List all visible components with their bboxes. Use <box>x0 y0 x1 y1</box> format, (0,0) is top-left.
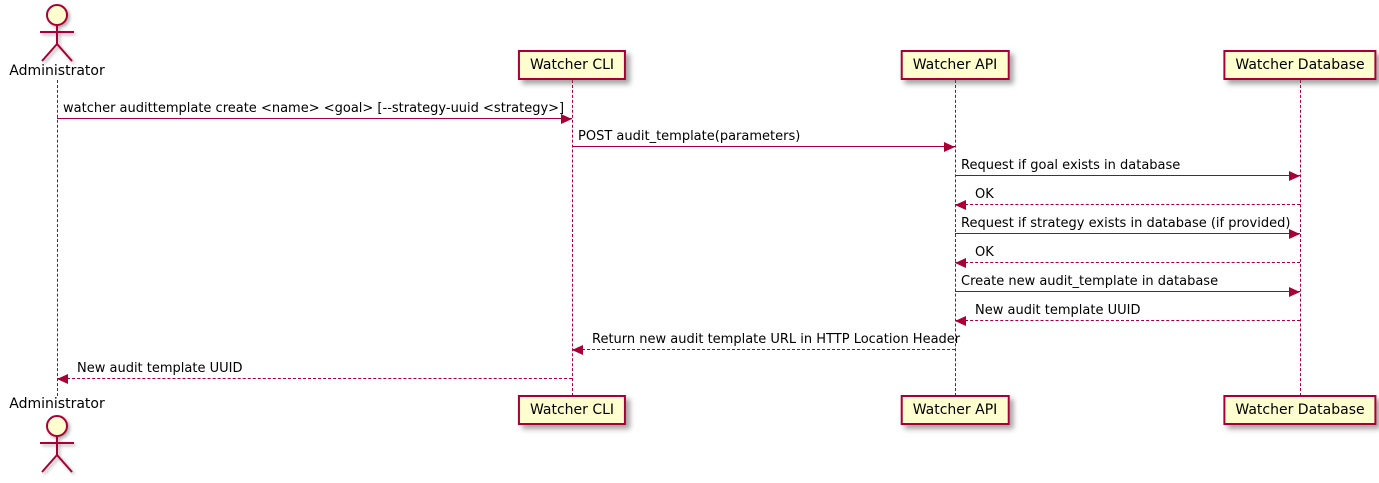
message-line-3 <box>955 175 1300 176</box>
message-label-2: POST audit_template(parameters) <box>578 129 801 144</box>
message-line-1 <box>57 118 572 119</box>
participant-bottom-watcher-api: Watcher API <box>900 395 1010 425</box>
message-line-6 <box>955 262 1300 263</box>
message-arrowhead-2 <box>944 142 955 152</box>
message-line-7 <box>955 291 1300 292</box>
message-label-10: New audit template UUID <box>77 361 243 376</box>
message-label-3: Request if goal exists in database <box>961 158 1181 173</box>
actor-icon-top-administrator <box>27 2 87 64</box>
message-label-6: OK <box>975 245 994 260</box>
participant-top-watcher-db: Watcher Database <box>1223 50 1377 80</box>
lifeline-watcher-db <box>1300 80 1301 396</box>
message-arrowhead-5 <box>1289 229 1300 239</box>
message-label-1: watcher audittemplate create <name> <goa… <box>63 101 565 116</box>
message-label-9: Return new audit template URL in HTTP Lo… <box>592 332 961 347</box>
message-arrowhead-7 <box>1289 287 1300 297</box>
lifeline-watcher-cli <box>572 80 573 396</box>
message-line-4 <box>955 204 1300 205</box>
message-label-4: OK <box>975 187 994 202</box>
actor-icon-bottom-administrator <box>27 413 87 475</box>
actor-label-bottom-administrator: Administrator <box>9 396 105 412</box>
message-line-8 <box>955 320 1300 321</box>
message-arrowhead-9 <box>572 345 583 355</box>
message-label-8: New audit template UUID <box>975 303 1141 318</box>
participant-bottom-watcher-db: Watcher Database <box>1223 395 1377 425</box>
message-line-10 <box>57 378 572 379</box>
lifeline-watcher-api <box>955 80 956 396</box>
message-arrowhead-6 <box>955 258 966 268</box>
participant-bottom-watcher-cli: Watcher CLI <box>517 395 627 425</box>
lifeline-administrator <box>57 80 58 396</box>
message-arrowhead-8 <box>955 316 966 326</box>
message-line-9 <box>572 349 955 350</box>
message-arrowhead-10 <box>57 374 68 384</box>
message-arrowhead-1 <box>561 114 572 124</box>
participant-top-watcher-api: Watcher API <box>900 50 1010 80</box>
message-arrowhead-4 <box>955 200 966 210</box>
message-label-5: Request if strategy exists in database (… <box>961 216 1291 231</box>
participant-top-watcher-cli: Watcher CLI <box>517 50 627 80</box>
message-line-5 <box>955 233 1300 234</box>
message-line-2 <box>572 146 955 147</box>
actor-label-top-administrator: Administrator <box>9 63 105 79</box>
message-arrowhead-3 <box>1289 171 1300 181</box>
message-label-7: Create new audit_template in database <box>961 274 1219 289</box>
